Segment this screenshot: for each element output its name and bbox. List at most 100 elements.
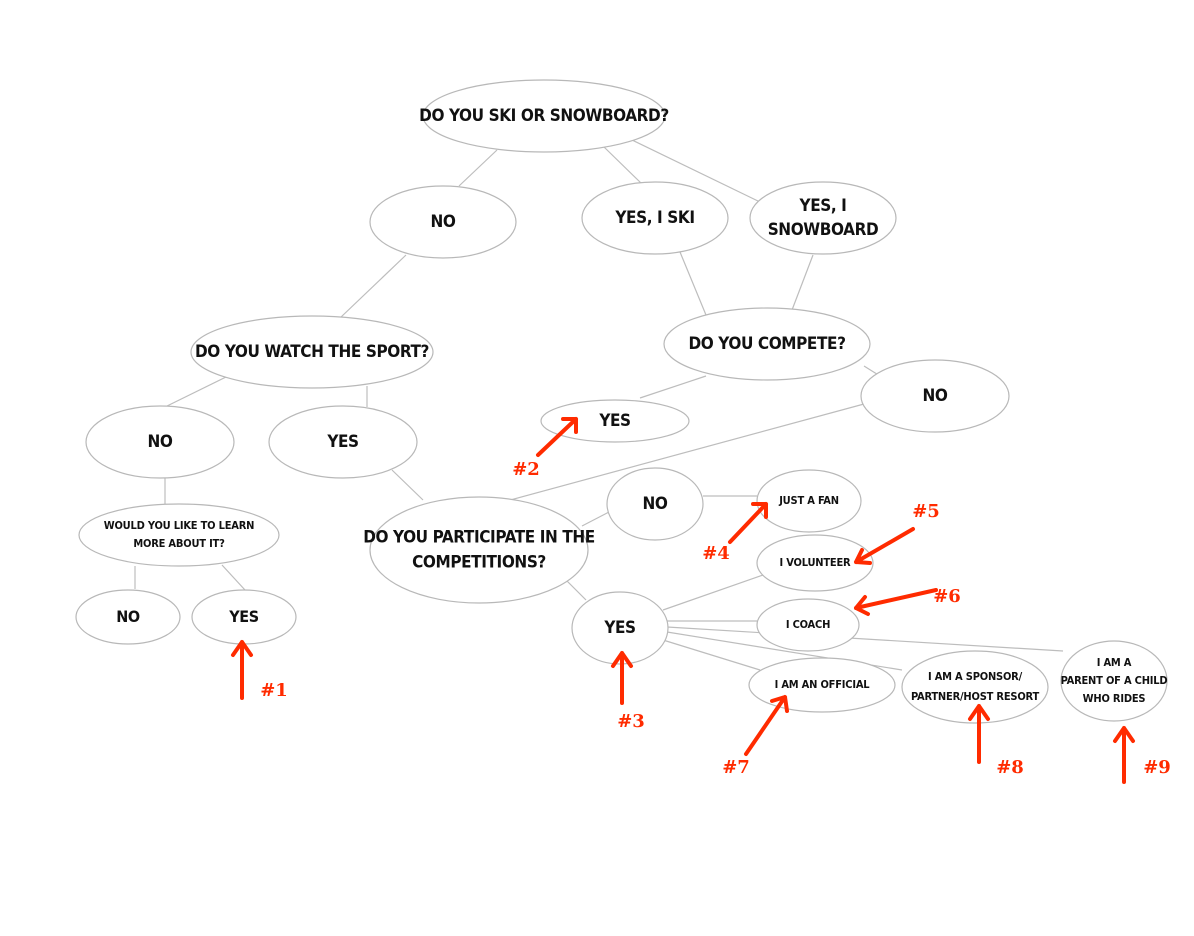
marker-4: #4 [702, 502, 768, 564]
node-label: I VOLUNTEER [780, 556, 852, 569]
node-label: DO YOU SKI OR SNOWBOARD? [419, 106, 669, 126]
node-label-line: YES [228, 607, 258, 626]
node-label: YES [603, 618, 635, 638]
role-node-just-a-fan: JUST A FAN [756, 469, 862, 533]
edge-watch-to-no [164, 376, 227, 408]
role-node-parent: I AM A PARENT OF A CHILD WHO RIDES [1060, 640, 1168, 722]
edge-yes-to-official [662, 639, 761, 671]
node-label-line: YES, I SKI [614, 208, 694, 228]
marker-label: #5 [912, 501, 940, 522]
marker-label: #3 [617, 711, 645, 732]
marker-9: #9 [1113, 726, 1171, 784]
node-label: I AM AN OFFICIAL [775, 678, 871, 691]
node-label-line: YES [326, 432, 358, 452]
answer-node-no-compete: NO [860, 359, 1010, 433]
diagonal-arrow-icon [854, 588, 938, 616]
node-label-line: WOULD YOU LIKE TO LEARN [104, 519, 255, 532]
up-arrow-icon [968, 704, 990, 764]
role-node-sponsor: I AM A SPONSOR/PARTNER/HOST RESORT [901, 650, 1049, 724]
edge-yes-ski-to-compete [679, 251, 707, 316]
up-arrow-icon [231, 640, 253, 700]
answer-node-no-watch: NO [85, 405, 235, 479]
node-label-line: JUST A FAN [778, 494, 839, 507]
node-label-line: WHO RIDES [1083, 692, 1146, 705]
node-label-line: NO [148, 432, 173, 452]
node-label: NO [148, 432, 173, 452]
edge-ski-to-yes-ski [602, 145, 643, 185]
answer-node-no-participate: NO [606, 467, 704, 541]
node-label-line: SNOWBOARD [768, 220, 879, 240]
marker-5: #5 [854, 501, 940, 565]
node-label-line: I VOLUNTEER [780, 556, 852, 569]
diagonal-arrow-icon [728, 502, 768, 544]
role-node-volunteer: I VOLUNTEER [756, 534, 874, 592]
marker-3: #3 [611, 651, 645, 732]
answer-node-yes-ski: YES, I SKI [581, 181, 729, 255]
node-label: YES [228, 607, 258, 626]
up-arrow-icon [1113, 726, 1135, 784]
edge-learn-to-yes [221, 564, 246, 591]
node-label-line: I AM A [1097, 656, 1132, 669]
node-label-line: NO [116, 607, 140, 626]
marker-label: #9 [1143, 757, 1171, 778]
marker-label: #4 [702, 543, 730, 564]
marker-label: #1 [260, 680, 288, 701]
edge-no-to-watch [339, 254, 407, 319]
node-label: YES [326, 432, 358, 452]
edge-no-compete-to-participate [487, 403, 865, 507]
node-label-line: PARENT OF A CHILD [1061, 674, 1168, 687]
edge-yes-to-volunteer [662, 573, 767, 611]
node-label-line: COMPETITIONS? [412, 553, 546, 573]
marker-8: #8 [968, 704, 1024, 778]
marker-label: #6 [933, 586, 961, 607]
node-label-line: NO [431, 212, 456, 232]
node-label-line: I AM A SPONSOR/ [928, 670, 1023, 683]
node-label: DO YOU PARTICIPATE IN THE COMPETITIONS? [363, 528, 595, 573]
annotation-markers: #1 #2 #3 #4 #5 #6 #7 #8 [231, 417, 1171, 784]
marker-label: #2 [512, 459, 540, 480]
answer-node-no-learn: NO [75, 589, 181, 645]
node-label-line: DO YOU WATCH THE SPORT? [195, 342, 429, 362]
node-label: YES [598, 411, 630, 431]
node-label: NO [116, 607, 140, 626]
decision-node-ski-or-snowboard: DO YOU SKI OR SNOWBOARD? [419, 79, 669, 153]
marker-label: #8 [996, 757, 1024, 778]
node-label-line: DO YOU PARTICIPATE IN THE [363, 528, 595, 548]
role-node-coach: I COACH [756, 598, 860, 652]
marker-6: #6 [854, 586, 961, 616]
node-label: NO [923, 386, 948, 406]
decision-node-participate: DO YOU PARTICIPATE IN THE COMPETITIONS? [363, 496, 595, 604]
node-label: WOULD YOU LIKE TO LEARN MORE ABOUT IT? [104, 519, 255, 550]
node-label: I AM A SPONSOR/PARTNER/HOST RESORT [911, 670, 1040, 703]
marker-1: #1 [231, 640, 288, 701]
marker-7: #7 [722, 695, 789, 778]
node-label: JUST A FAN [778, 494, 839, 507]
up-arrow-icon [611, 651, 633, 705]
edge-yes-to-parent [666, 626, 1064, 652]
answer-node-yes-watch: YES [268, 405, 418, 479]
node-label: NO [643, 494, 668, 514]
node-label-line: DO YOU COMPETE? [688, 334, 845, 354]
node-label-line: NO [643, 494, 668, 514]
node-label-line: YES [603, 618, 635, 638]
node-label-line: YES, I [799, 196, 847, 216]
node-label-line: DO YOU SKI OR SNOWBOARD? [419, 106, 669, 126]
answer-node-yes-snowboard: YES, I SNOWBOARD [749, 181, 897, 255]
node-label: DO YOU WATCH THE SPORT? [195, 342, 429, 362]
node-label: I COACH [786, 618, 830, 631]
edge-participate-to-no [581, 511, 610, 527]
diagonal-arrow-icon [854, 527, 915, 565]
edge-compete-to-yes [639, 375, 707, 399]
node-label: DO YOU COMPETE? [688, 334, 845, 354]
node-label-line: MORE ABOUT IT? [133, 537, 225, 550]
decision-node-compete: DO YOU COMPETE? [663, 307, 871, 381]
answer-node-no: NO [369, 185, 517, 259]
edge-ski-to-yes-snowboard [631, 139, 761, 203]
edge-ski-to-no [458, 149, 498, 187]
edge-participate-to-yes [565, 579, 587, 601]
answer-node-yes-learn: YES [191, 589, 297, 645]
role-node-official: I AM AN OFFICIAL [748, 657, 896, 713]
edge-yes-watch-to-participate [391, 469, 424, 501]
marker-2: #2 [512, 417, 578, 480]
